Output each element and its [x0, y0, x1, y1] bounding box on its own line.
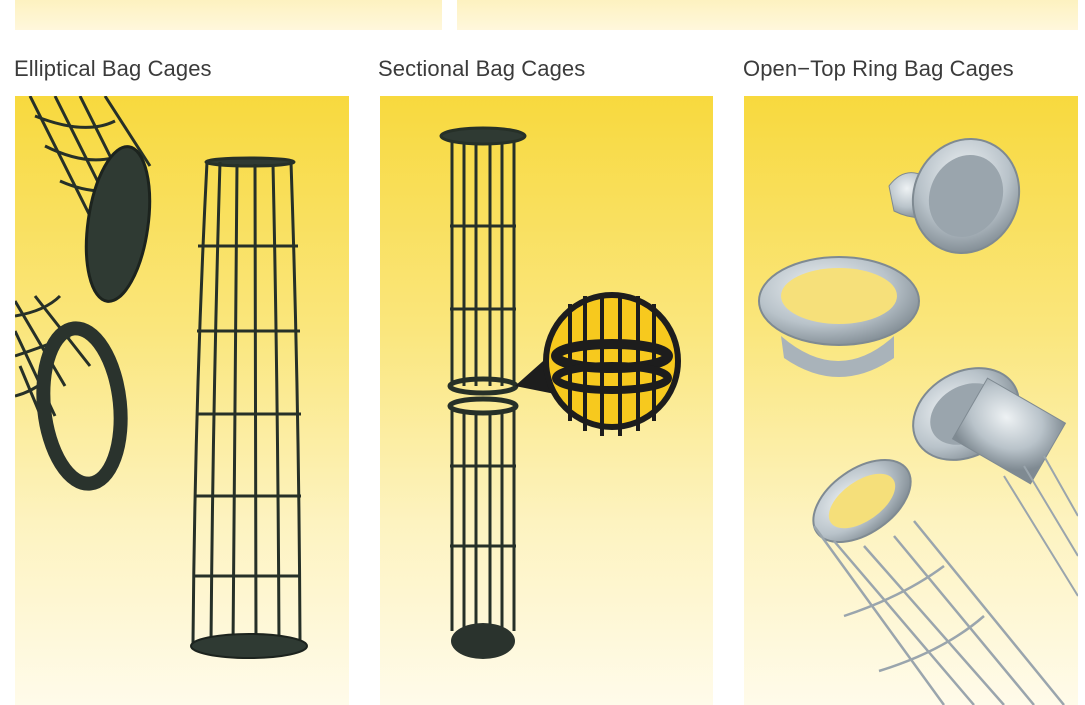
open-top-ring-cages-panel[interactable] — [744, 96, 1078, 705]
open-top-ring-cages-title: Open−Top Ring Bag Cages — [743, 56, 1014, 81]
elliptical-cage-illustration — [15, 96, 308, 659]
open-top-ring-cage-illustration — [758, 138, 1078, 705]
sectional-cages-panel[interactable] — [380, 96, 713, 705]
top-banner-left — [15, 0, 442, 30]
sectional-cage-illustration — [439, 126, 681, 659]
elliptical-cages-panel[interactable] — [15, 96, 349, 705]
elliptical-cages-title: Elliptical Bag Cages — [14, 56, 212, 81]
sectional-cages-title: Sectional Bag Cages — [378, 56, 586, 81]
top-banner-right — [457, 0, 1078, 30]
